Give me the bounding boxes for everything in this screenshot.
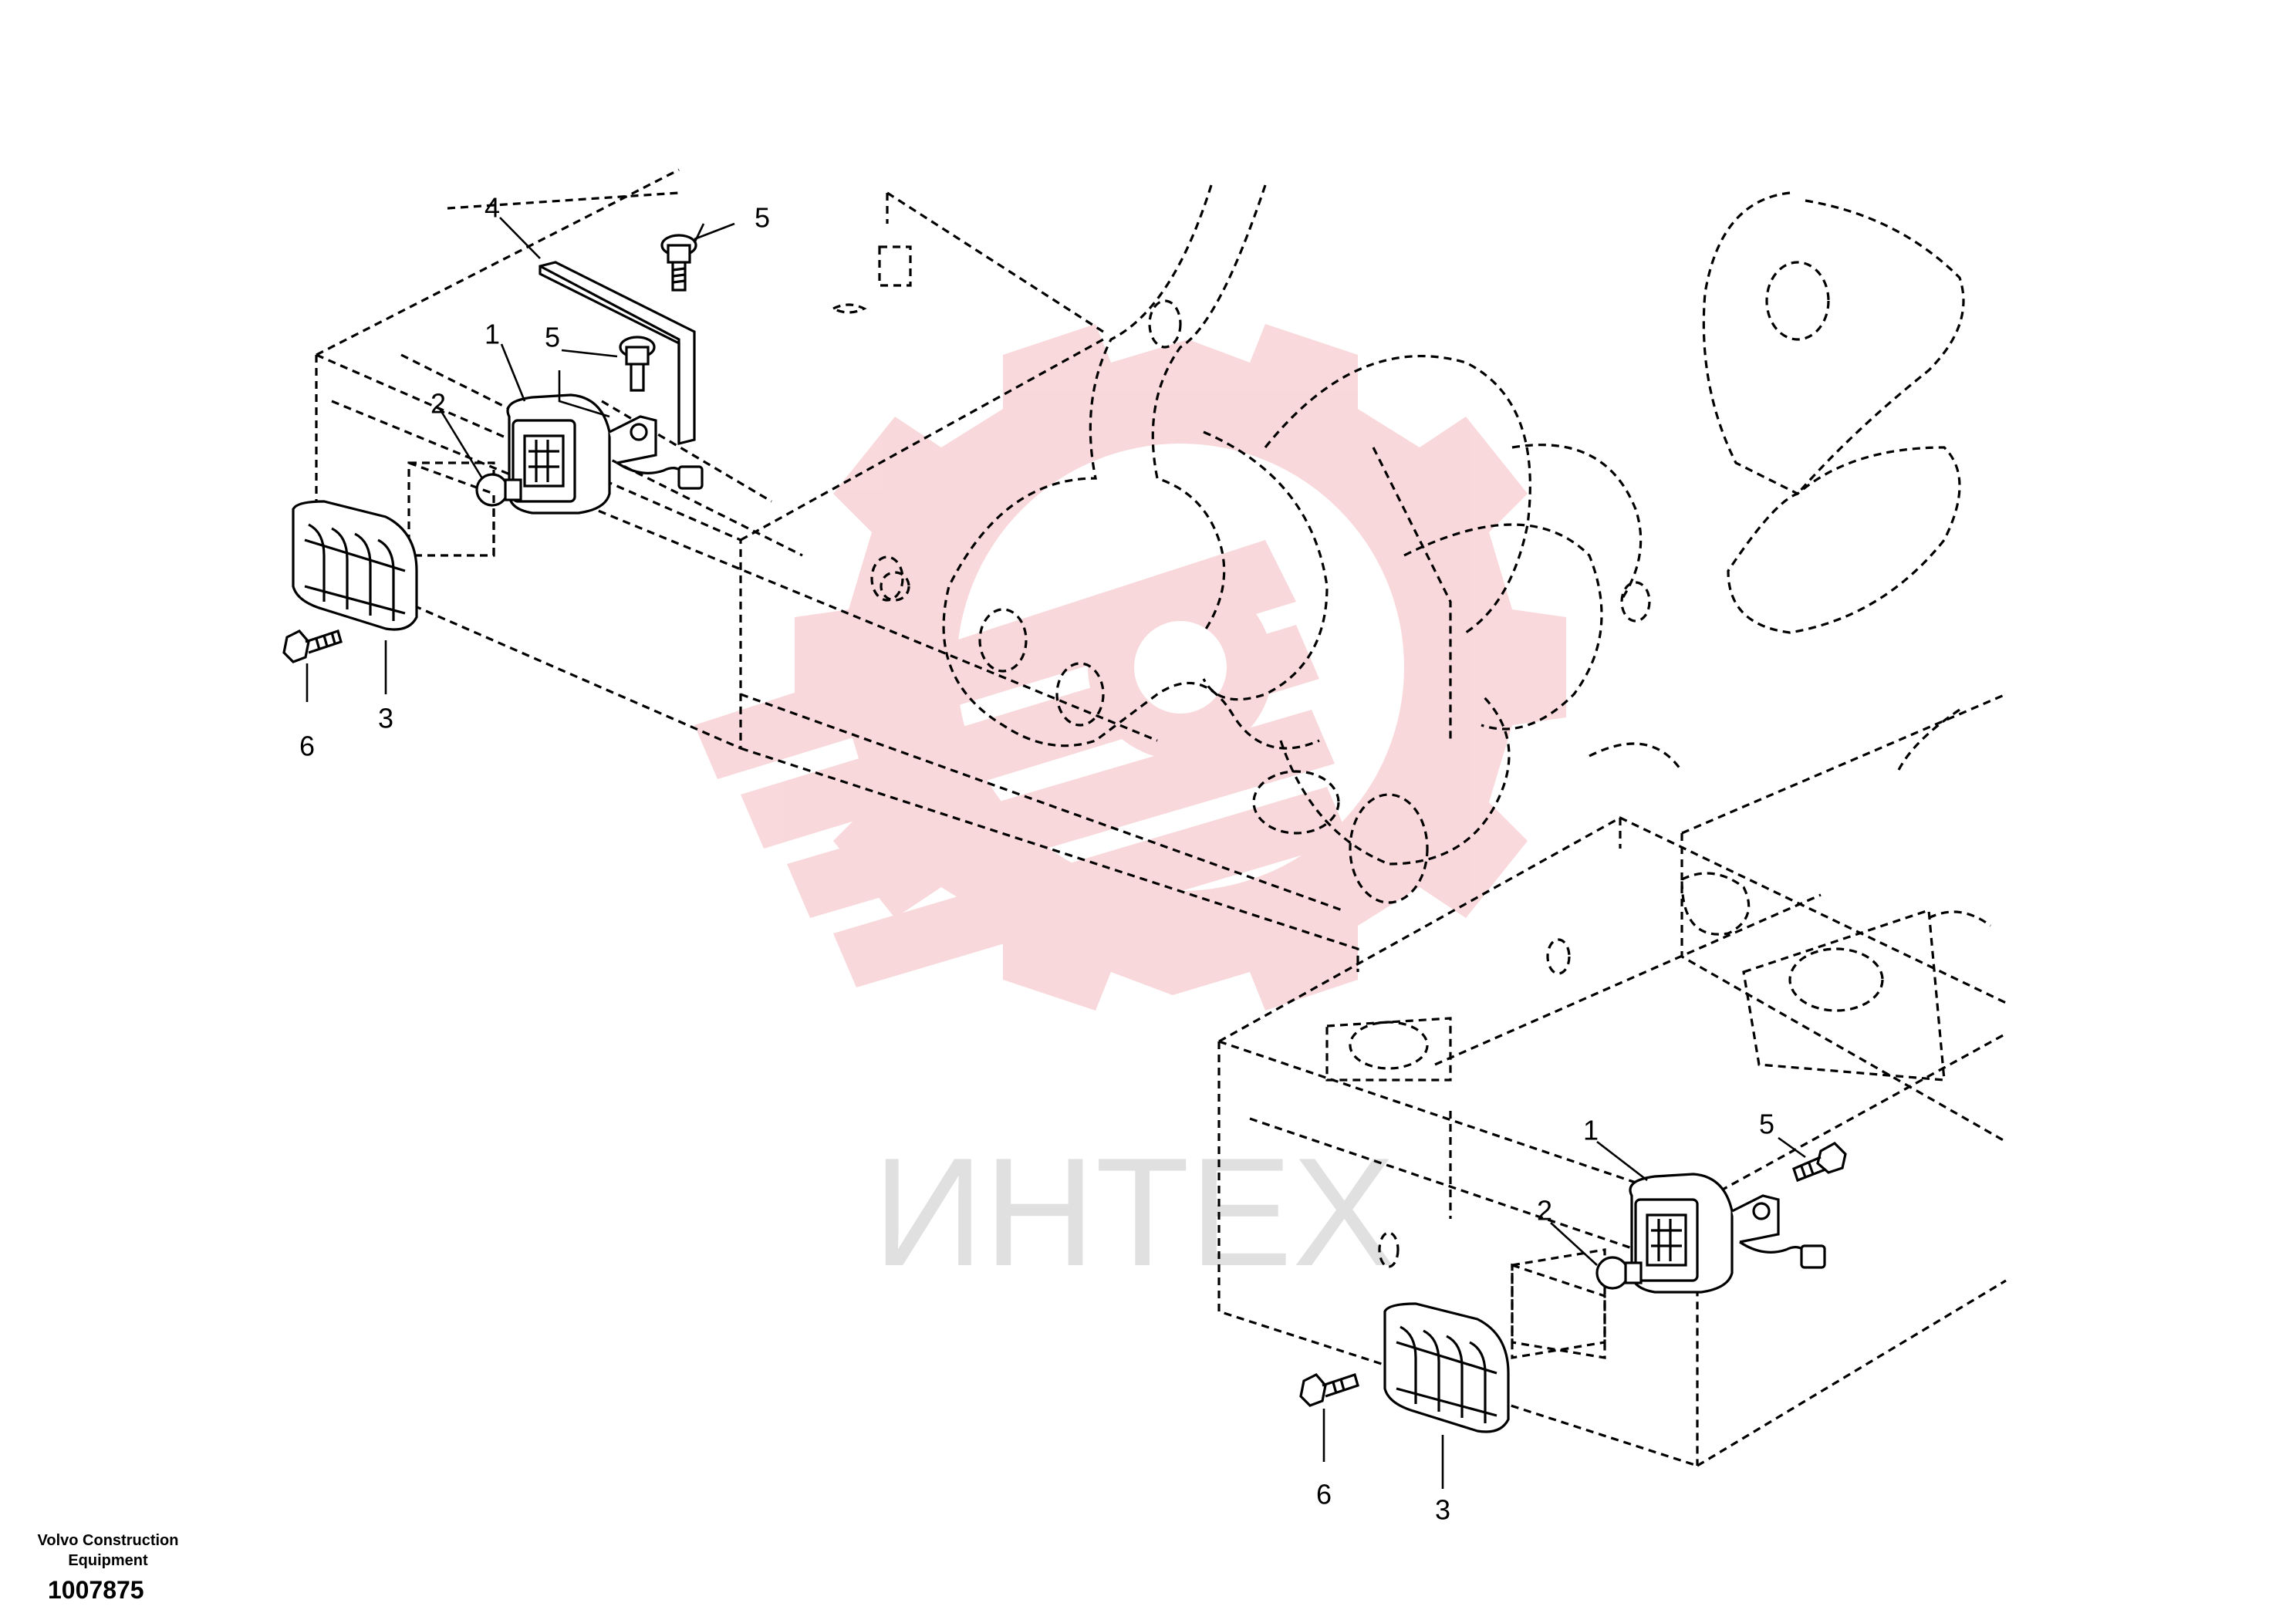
callout-1-lower: 1 bbox=[1583, 1115, 1599, 1146]
bolt-part-5a bbox=[660, 234, 697, 292]
callout-1-upper: 1 bbox=[485, 319, 500, 350]
callout-6-upper: 6 bbox=[299, 731, 315, 762]
callout-3-upper: 3 bbox=[378, 703, 393, 734]
screw-part-6b bbox=[1299, 1372, 1359, 1407]
callout-2-upper: 2 bbox=[430, 388, 446, 420]
callout-5-upper-mid: 5 bbox=[545, 322, 560, 353]
work-lamp-part-1a bbox=[506, 393, 704, 515]
mount-plate-upper bbox=[408, 461, 495, 555]
lamp-guard-part-3b bbox=[1383, 1302, 1510, 1433]
callout-5-lower: 5 bbox=[1759, 1109, 1774, 1140]
parts-group-upper bbox=[282, 234, 704, 663]
bulb-part-2a bbox=[475, 473, 522, 507]
callout-5-upper-top: 5 bbox=[755, 202, 770, 234]
company-name-line-1: Volvo Construction bbox=[37, 1532, 179, 1549]
bulb-part-2b bbox=[1595, 1256, 1643, 1290]
callout-4-upper: 4 bbox=[485, 192, 500, 224]
screw-part-6a bbox=[282, 629, 343, 663]
callout-6-lower: 6 bbox=[1316, 1479, 1332, 1510]
callouts: 4 5 5 1 2 3 6 1 2 5 3 6 bbox=[299, 192, 1774, 1526]
lamp-guard-part-3a bbox=[292, 500, 418, 631]
watermark-text: ИНТЕХ bbox=[873, 1126, 1395, 1298]
callout-3-lower: 3 bbox=[1435, 1494, 1450, 1526]
mount-plate-lower bbox=[1511, 1263, 1606, 1359]
bolt-part-5c bbox=[1792, 1142, 1847, 1183]
watermark-logo bbox=[694, 324, 1566, 1011]
parts-group-lower bbox=[1299, 1142, 1847, 1433]
drawing-number: 1007875 bbox=[48, 1576, 144, 1604]
callout-2-lower: 2 bbox=[1537, 1195, 1552, 1227]
leader-lines bbox=[306, 217, 1806, 1489]
bolt-part-5b bbox=[619, 336, 656, 392]
work-lamp-part-1b bbox=[1629, 1173, 1826, 1294]
company-name-line-2: Equipment bbox=[68, 1552, 148, 1569]
boom-bracket bbox=[870, 184, 1965, 904]
